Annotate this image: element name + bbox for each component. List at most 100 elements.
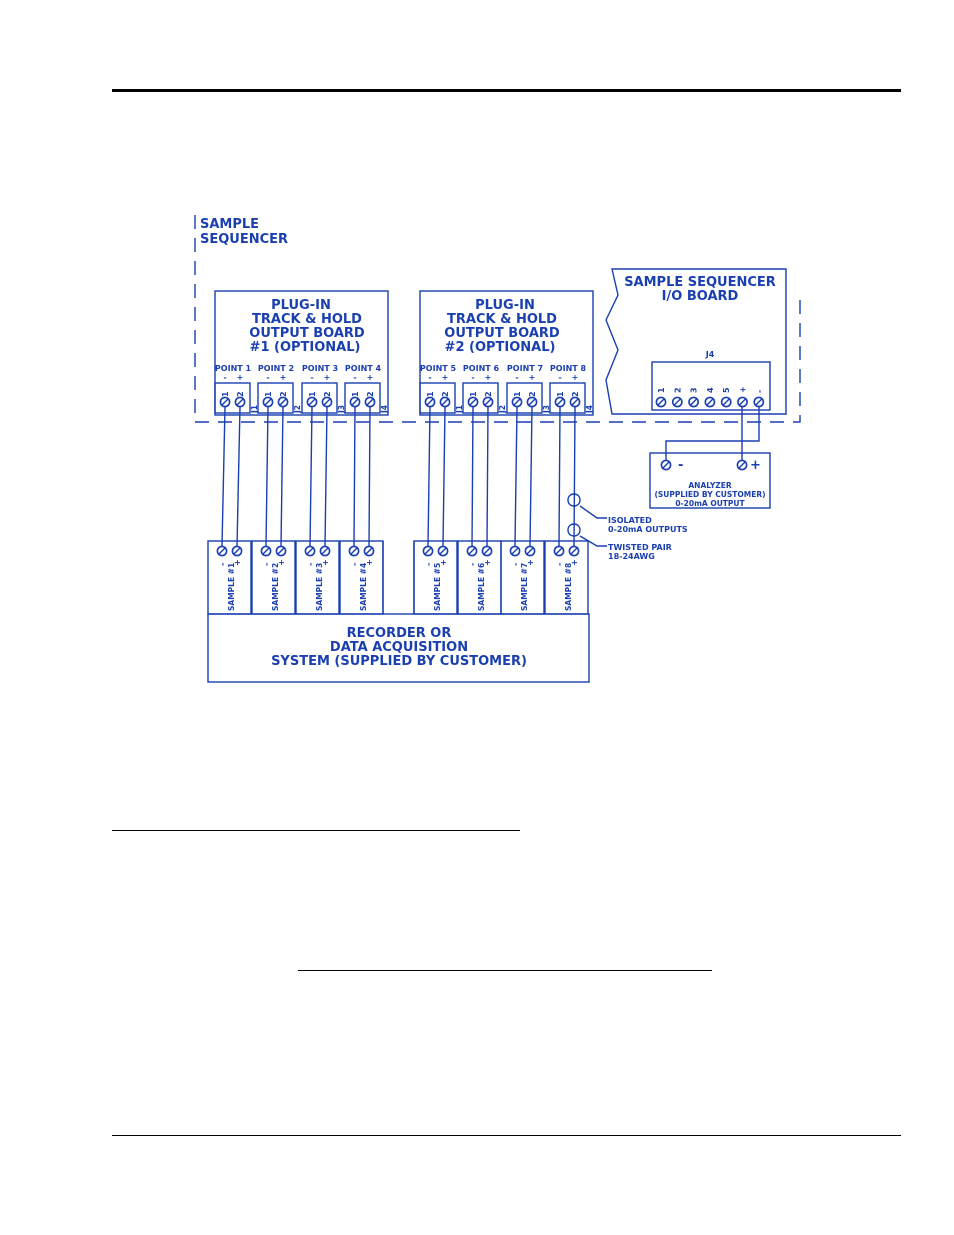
board-sign-plus: + xyxy=(485,373,492,382)
isolated-line1: ISOLATED xyxy=(608,516,652,525)
sample-label: SAMPLE #7 xyxy=(520,563,529,611)
header-rule xyxy=(112,89,901,92)
recorder-input xyxy=(544,540,589,615)
board-pin-1: 1 xyxy=(513,391,522,397)
board2-line3: OUTPUT BOARD xyxy=(444,326,560,341)
recorder-terminal-minus xyxy=(348,545,360,557)
board-sign-plus: + xyxy=(237,373,244,382)
board-terminal-minus-slot xyxy=(513,398,521,406)
point-label: POINT 8 xyxy=(550,364,587,373)
sample-label: SAMPLE #3 xyxy=(315,563,324,611)
recorder-sign-plus: + xyxy=(365,559,374,566)
recorder-terminal-minus-slot xyxy=(262,547,270,555)
analyzer-line1: ANALYZER xyxy=(688,481,731,490)
section-underline xyxy=(112,830,520,831)
recorder-sign-minus: - xyxy=(424,563,433,566)
jack-label: J3 xyxy=(337,405,346,414)
j4-terminal xyxy=(704,396,716,408)
board-terminal-plus-slot xyxy=(323,398,331,406)
analyzer-line2: (SUPPLIED BY CUSTOMER) xyxy=(654,490,765,499)
recorder-sign-plus: + xyxy=(233,559,242,566)
board2-line2: TRACK & HOLD xyxy=(447,312,557,327)
twisted-leader xyxy=(579,535,607,547)
board2-line4: #2 (OPTIONAL) xyxy=(445,340,556,355)
board-terminal-minus xyxy=(219,396,231,408)
point-label: POINT 2 xyxy=(258,364,294,373)
recorder-sign-plus: + xyxy=(277,559,286,566)
recorder-input xyxy=(500,540,545,615)
board1-line2: TRACK & HOLD xyxy=(252,312,362,327)
recorder-terminal-minus-slot xyxy=(511,547,519,555)
board-terminal-minus-slot xyxy=(221,398,229,406)
wire-plus xyxy=(368,406,371,547)
recorder-sign-minus: - xyxy=(350,563,359,566)
wire-plus xyxy=(280,406,284,547)
board1-line4: #1 (OPTIONAL) xyxy=(250,340,361,355)
j4-terminal-slot xyxy=(739,398,746,406)
recorder-sign-minus: - xyxy=(511,563,520,566)
recorder-terminal-plus-slot xyxy=(321,547,329,555)
recorder-line1: RECORDER OR xyxy=(347,626,452,641)
board-terminal-plus xyxy=(482,396,494,408)
board2-line1: PLUG-IN xyxy=(475,298,535,313)
board-sign-plus: + xyxy=(280,373,287,382)
board-pin-1: 1 xyxy=(351,391,360,397)
io-board xyxy=(605,268,787,415)
board-terminal-plus-slot xyxy=(279,398,287,406)
j4-connector xyxy=(651,361,771,411)
board-terminal-plus-slot xyxy=(571,398,579,406)
jack-label: J4 xyxy=(380,405,389,414)
j4-terminal xyxy=(737,396,748,408)
footer-rule xyxy=(112,1135,901,1136)
board-terminal-minus-slot xyxy=(264,398,272,406)
recorder-terminal-minus-slot xyxy=(555,547,563,555)
board-terminal-minus xyxy=(262,396,274,408)
board-pin-2: 2 xyxy=(366,391,375,397)
recorder-terminal-minus xyxy=(422,545,434,557)
wires xyxy=(221,406,760,547)
board-pin-1: 1 xyxy=(264,391,273,397)
board-terminal-block xyxy=(214,382,251,414)
sample-label: SAMPLE #1 xyxy=(227,563,236,611)
sequencer-label-line1: SAMPLE xyxy=(200,217,259,232)
board-sign-minus: - xyxy=(558,373,561,382)
recorder-sign-minus: - xyxy=(218,563,227,566)
recorder-sign-plus: + xyxy=(483,559,492,566)
recorder-input xyxy=(251,540,296,615)
recorder-terminal-minus xyxy=(216,545,228,557)
board-terminal-minus-slot xyxy=(426,398,434,406)
board-pin-2: 2 xyxy=(571,391,580,397)
io-board-line2: I/O BOARD xyxy=(662,289,739,304)
twist-loop-isolated xyxy=(567,493,581,507)
board-pin-1: 1 xyxy=(308,391,317,397)
board-sign-plus: + xyxy=(442,373,449,382)
j4-pin-label: + xyxy=(739,386,748,393)
board-pin-2: 2 xyxy=(528,391,537,397)
recorder-terminal-minus xyxy=(260,545,272,557)
analyzer-box xyxy=(649,452,771,509)
jack-label: J2 xyxy=(498,405,507,414)
jack-label: J4 xyxy=(585,405,594,414)
recorder-terminal-plus xyxy=(568,545,580,557)
board-terminal-minus xyxy=(467,396,479,408)
recorder-input xyxy=(295,540,340,615)
wire-plus xyxy=(529,406,533,547)
sequencer-label-line2: SEQUENCER xyxy=(200,232,288,247)
sample-label: SAMPLE #6 xyxy=(477,563,486,611)
recorder-terminal-minus-slot xyxy=(306,547,314,555)
board-terminal-block xyxy=(344,382,381,414)
sample-label: SAMPLE #5 xyxy=(433,563,442,611)
j4-pin-label: 1 xyxy=(657,387,666,393)
analyzer-terminal-minus-slot xyxy=(662,461,670,469)
recorder-terminal-plus xyxy=(319,545,331,557)
board-terminal-minus-slot xyxy=(308,398,316,406)
board-terminal-plus xyxy=(277,396,289,408)
board-terminal-plus-slot xyxy=(528,398,536,406)
sample-label: SAMPLE #2 xyxy=(271,563,280,611)
wire-minus xyxy=(221,406,226,547)
point-label: POINT 6 xyxy=(463,364,500,373)
